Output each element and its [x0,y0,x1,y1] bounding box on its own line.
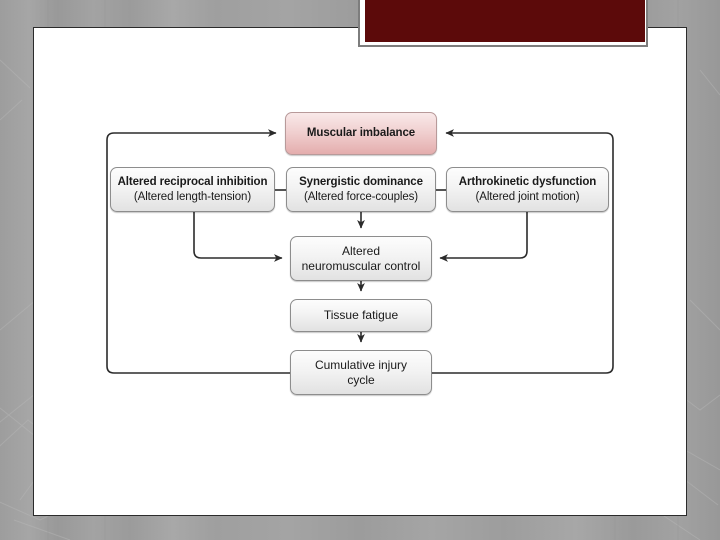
node-tissue-fatigue[interactable]: Tissue fatigue [290,299,432,332]
node-altered-reciprocal-inhibition[interactable]: Altered reciprocal inhibition (Altered l… [110,167,275,212]
node-label-line-2: neuromuscular control [301,258,421,273]
edge-right-feedback-loop [432,129,614,374]
node-altered-neuromuscular-control[interactable]: Altered neuromuscular control [290,236,432,281]
node-synergistic-dominance[interactable]: Synergistic dominance (Altered force-cou… [286,167,436,212]
node-muscular-imbalance[interactable]: Muscular imbalance [285,112,437,155]
edge-left-feedback-loop [106,129,290,374]
node-label-line-2: cycle [347,372,375,387]
edge-ari-to-anc [193,212,283,262]
title-banner [365,0,645,42]
node-label-line-1: Muscular imbalance [306,127,416,140]
node-arthrokinetic-dysfunction[interactable]: Arthrokinetic dysfunction (Altered joint… [446,167,609,212]
node-label-line-2: (Altered force-couples) [303,190,419,203]
node-label-line-1: Altered [341,243,381,258]
node-label-line-1: Synergistic dominance [299,176,423,189]
node-label-line-1: Altered reciprocal inhibition [117,176,268,189]
node-label-line-2: (Altered joint motion) [475,190,580,203]
edge-arth-to-anc [439,212,528,262]
node-label-line-1: Cumulative injury [314,357,408,372]
node-label-line-2: (Altered length-tension) [133,190,252,203]
node-label-line-1: Tissue fatigue [323,308,399,323]
node-label-line-1: Arthrokinetic dysfunction [458,176,597,189]
title-banner-frame [358,0,648,47]
node-cumulative-injury-cycle[interactable]: Cumulative injury cycle [290,350,432,395]
